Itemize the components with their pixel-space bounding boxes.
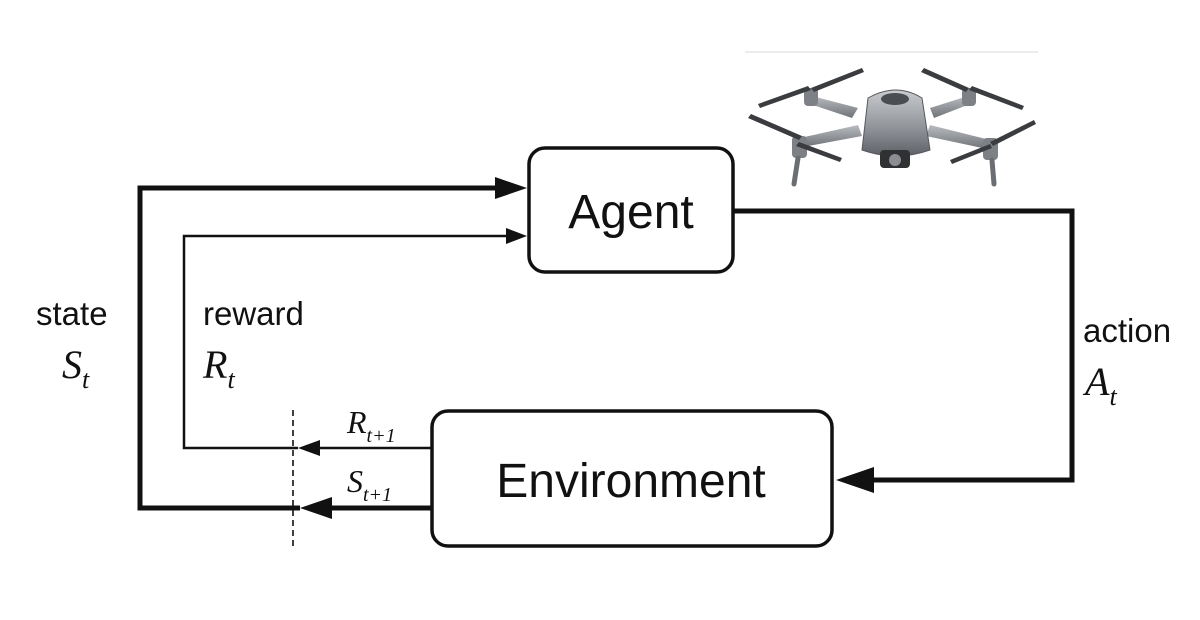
action-symbol: At (1082, 359, 1117, 411)
state-arrowhead-agent (495, 177, 527, 199)
action-arrowhead (836, 467, 874, 493)
reward-arrowhead-agent (506, 228, 527, 244)
agent-label: Agent (568, 186, 693, 239)
state-feedback-line (137, 185, 497, 511)
state-arrowhead-left (300, 497, 332, 519)
environment-label: Environment (496, 455, 765, 508)
reward-word: reward (203, 295, 304, 332)
drone-icon (745, 51, 1038, 187)
reward-symbol: Rt (202, 342, 235, 394)
state-symbol: St (62, 342, 90, 394)
environment-node (430, 409, 834, 548)
action-word: action (1083, 312, 1171, 349)
action-line (733, 208, 1075, 483)
next-reward-label: Rt+1 (346, 404, 396, 447)
reward-feedback-line (182, 234, 508, 450)
reward-arrowhead-left (298, 440, 320, 456)
state-word: state (36, 295, 108, 332)
next-state-label: St+1 (347, 463, 392, 506)
